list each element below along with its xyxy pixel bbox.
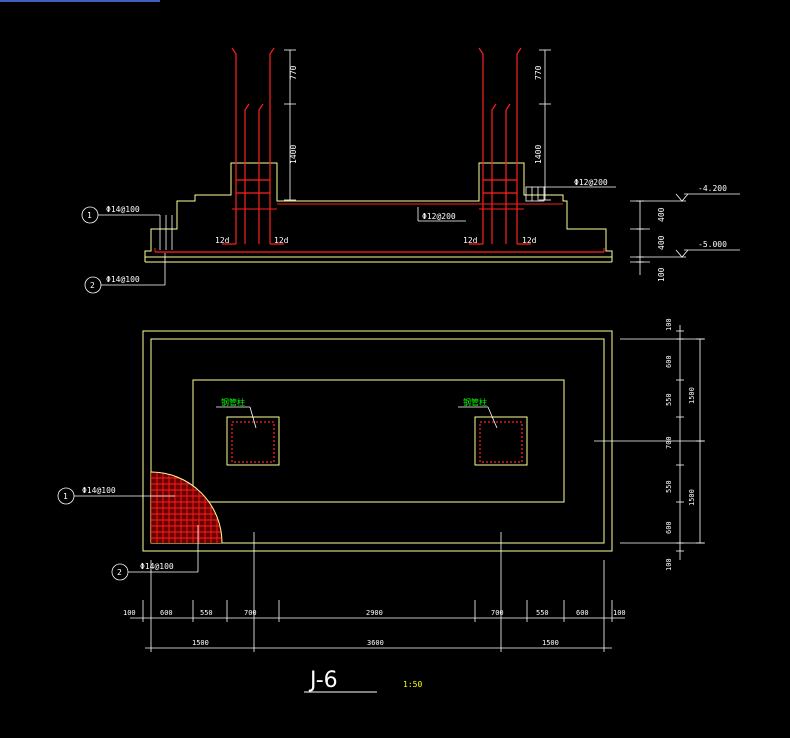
right-dim-1500-bottom: 1500 (688, 489, 696, 506)
side-rebar-leader (525, 186, 616, 202)
col-height-dims-left (284, 49, 296, 201)
mid-rebar-leader (417, 207, 466, 222)
col-height-770-right: 770 (534, 65, 543, 80)
rebar-grid-arc (150, 471, 223, 544)
plan-footing-outline (150, 338, 605, 544)
top-tab-strip (0, 0, 160, 2)
column-label-left: 钢管柱 (221, 397, 245, 407)
level-dim-400b: 400 (657, 235, 666, 250)
plan-callout-2-text: Φ14@100 (140, 562, 174, 571)
column-label-right-leader (458, 406, 498, 429)
bottom-dim-550-right: 550 (536, 609, 549, 617)
right-dim-600-top: 600 (665, 355, 673, 368)
left-column-rebars (222, 47, 284, 245)
anchor-label-1: 12d (215, 236, 230, 245)
drawing-title-name: J-6 (308, 668, 338, 693)
right-dim-550-top: 550 (665, 393, 673, 406)
drawing-title: J-6 1:50 (304, 668, 422, 693)
bottom-dim-550-left: 550 (200, 609, 213, 617)
level-dim-100: 100 (657, 267, 666, 282)
mid-rebar-label: Φ12@200 (422, 212, 456, 221)
level-minus-5000: -5.000 (698, 240, 727, 249)
bottom-dim-700-right: 700 (491, 609, 504, 617)
column-label-right: 钢管柱 (463, 397, 487, 407)
plan-bottom-dim-lines (130, 532, 625, 652)
elev-callout-2-text: Φ14@100 (106, 275, 140, 284)
bottom-dim-3600: 3600 (367, 639, 384, 647)
plan-callout-1-text: Φ14@100 (82, 486, 116, 495)
elev-callout-1-num: 1 (87, 211, 92, 220)
plan-column-right (474, 416, 528, 466)
elev-callout-2-num: 2 (90, 281, 95, 290)
plan-step-outline (192, 379, 565, 503)
level-marks (630, 193, 740, 275)
column-label-left-leader (216, 406, 257, 429)
col-height-770-left: 770 (289, 65, 298, 80)
drawing-title-scale: 1:50 (403, 680, 422, 689)
right-column-rebars (469, 47, 531, 245)
right-dim-100-top: 100 (665, 318, 673, 331)
plan-callout-2: 2 Φ14@100 (111, 525, 199, 581)
right-dim-600-bottom: 600 (665, 521, 673, 534)
bottom-dim-1500-left: 1500 (192, 639, 209, 647)
plan-callout-1-num: 1 (63, 492, 68, 501)
elev-callout-1: 1 Φ14@100 (81, 205, 173, 250)
anchor-label-4: 12d (522, 236, 537, 245)
bottom-dim-700-left: 700 (244, 609, 257, 617)
elev-callout-1-text: Φ14@100 (106, 205, 140, 214)
col-height-1400-right: 1400 (534, 145, 543, 164)
rebar-grid-quarter (151, 472, 222, 543)
footing-outline (144, 162, 613, 258)
elevation-section: 770 1400 770 1400 Φ12@200 Φ12@200 12d 12… (81, 47, 740, 294)
bottom-dim-100-left: 100 (123, 609, 136, 617)
right-dim-100-bottom: 100 (665, 558, 673, 571)
right-dim-550-bottom: 550 (665, 480, 673, 493)
elev-callout-2: 2 Φ14@100 (84, 253, 166, 294)
col-height-1400-left: 1400 (289, 145, 298, 164)
plan-view: 钢管柱 钢管柱 1 Φ14@100 2 (57, 318, 705, 652)
plan-right-dim-lines (594, 325, 705, 560)
anchor-label-2: 12d (274, 236, 289, 245)
plan-callout-2-num: 2 (117, 568, 122, 577)
bottom-dim-100-right: 100 (613, 609, 626, 617)
right-dim-1500-top: 1500 (688, 387, 696, 404)
level-dim-400a: 400 (657, 207, 666, 222)
plan-callout-1: 1 Φ14@100 (57, 486, 175, 505)
side-rebar-label: Φ12@200 (574, 178, 608, 187)
col-height-dims-right (539, 49, 551, 201)
bottom-dim-2900: 2900 (366, 609, 383, 617)
plan-column-left (226, 416, 280, 466)
right-dim-700: 700 (665, 436, 673, 449)
bottom-dim-600-left: 600 (160, 609, 173, 617)
bottom-dim-1500-right: 1500 (542, 639, 559, 647)
bottom-dim-600-right: 600 (576, 609, 589, 617)
anchor-label-3: 12d (463, 236, 478, 245)
level-minus-4200: -4.200 (698, 184, 727, 193)
